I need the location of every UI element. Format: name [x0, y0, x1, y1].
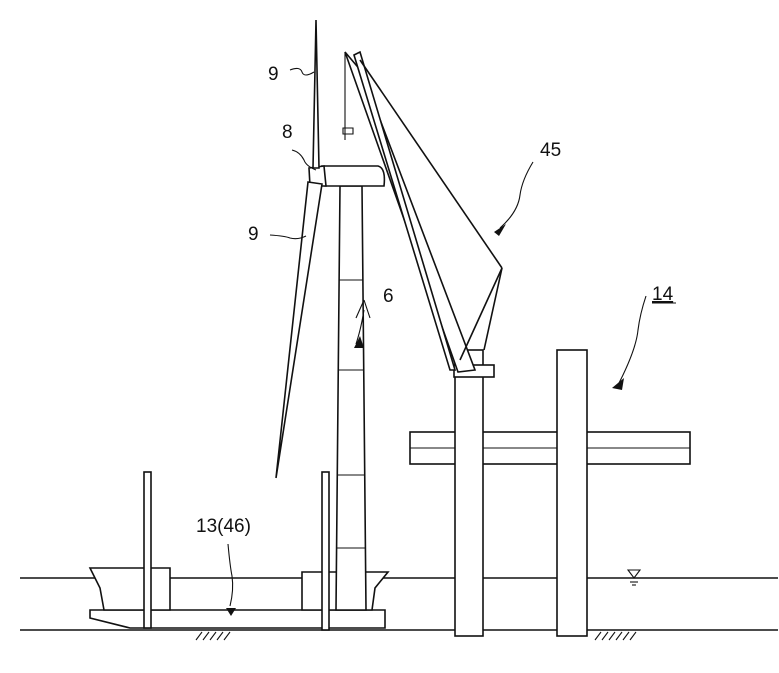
- label-crane: 45: [540, 140, 561, 161]
- blade-upper: [313, 20, 319, 168]
- crane-backstay: [360, 60, 502, 268]
- label-platform: 14: [652, 284, 674, 305]
- label-blade-lower: 9: [248, 224, 259, 245]
- turbine-tower: [336, 186, 366, 610]
- barge-holder-left: [90, 568, 170, 610]
- blade-lower: [276, 182, 322, 478]
- jack-up-platform: [410, 350, 690, 636]
- label-tower: 6: [383, 286, 394, 307]
- label-nacelle: 8: [282, 122, 293, 143]
- label-blade-upper: 9: [268, 64, 279, 85]
- label-barge: 13(46): [196, 516, 251, 537]
- arrowhead-45: [494, 224, 506, 236]
- barge-hull: [90, 610, 385, 628]
- barge-spud-right: [322, 472, 329, 630]
- platform-leg-right: [557, 350, 587, 636]
- arrowhead-14: [612, 378, 624, 390]
- crane-boom: [343, 52, 502, 372]
- platform-leg-left: [455, 350, 483, 636]
- crane-jib: [345, 52, 475, 372]
- barge-spud-left: [144, 472, 151, 628]
- rotor-blades: [276, 20, 322, 478]
